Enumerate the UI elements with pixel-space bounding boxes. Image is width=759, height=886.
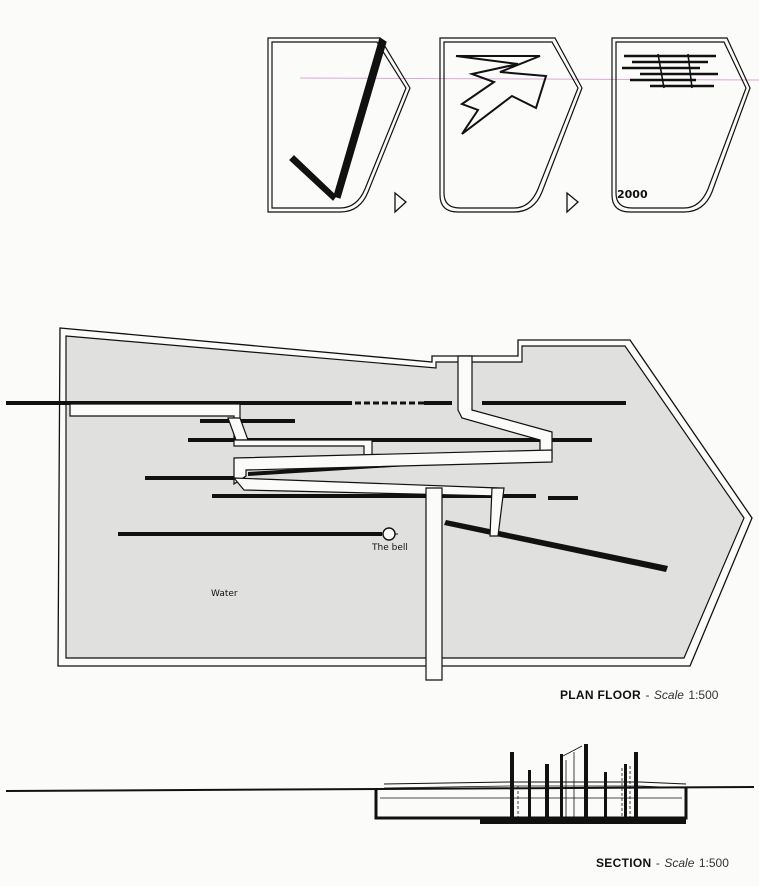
plan-floor-drawing <box>6 327 753 681</box>
bell-label: The bell <box>372 543 408 553</box>
arrow-icon <box>394 191 407 214</box>
section-drawing <box>5 744 755 824</box>
section-foundation <box>480 818 686 824</box>
walkway <box>69 355 553 681</box>
plan-floor-scale-value: 1:500 <box>688 688 719 702</box>
concept-thumbnail-1 <box>267 37 411 213</box>
plan-floor-caption: PLAN FLOOR - Scale 1:500 <box>560 686 718 704</box>
bell-icon <box>382 527 396 541</box>
section-walls <box>510 744 638 818</box>
concept-thumbnail-3 <box>611 37 751 213</box>
plan-outer-wall <box>57 327 753 667</box>
plan-floor-separator: - <box>645 688 650 702</box>
ground-line <box>5 786 755 792</box>
water-label: Water <box>211 589 238 599</box>
year-label: 2000 <box>617 188 648 201</box>
concept-thumbnail-2 <box>439 37 583 213</box>
section-separator: - <box>655 856 660 870</box>
section-title: SECTION <box>596 856 652 870</box>
arrow-icon <box>566 191 579 214</box>
section-bridge <box>383 781 687 785</box>
section-scale-value: 1:500 <box>698 856 729 870</box>
plan-floor-scale-word: Scale <box>653 688 684 702</box>
plan-floor-title: PLAN FLOOR <box>560 688 641 702</box>
section-ramps <box>517 745 631 818</box>
section-caption: SECTION - Scale 1:500 <box>596 854 729 872</box>
section-scale-word: Scale <box>664 856 695 870</box>
